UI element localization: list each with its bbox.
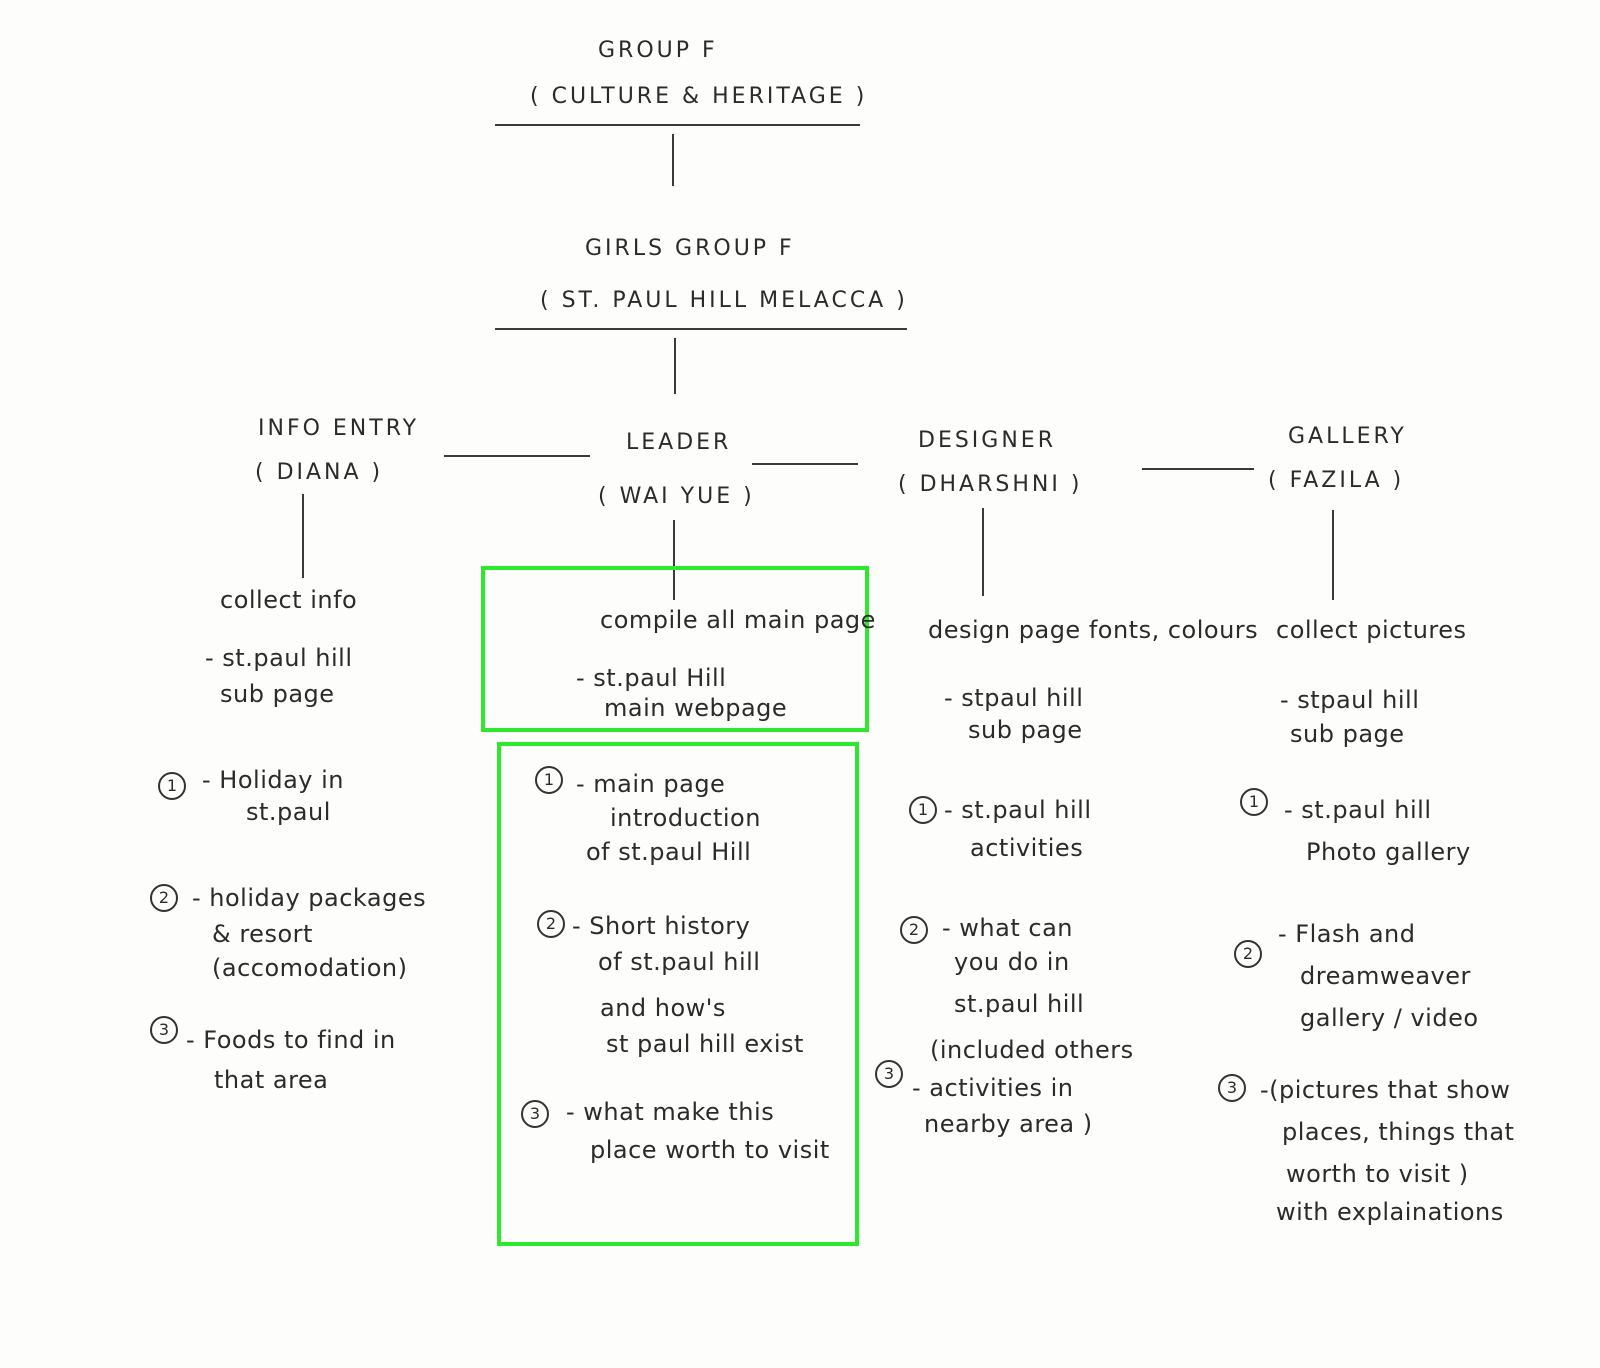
info-item-3-line-1: - Foods to find in bbox=[186, 1026, 396, 1054]
info-item-2-line-1: - holiday packages bbox=[192, 884, 427, 912]
role-designer-name: ( DHARSHNI ) bbox=[898, 472, 1083, 497]
group-subtitle: ( CULTURE & HERITAGE ) bbox=[530, 84, 868, 109]
info-item-3-number: 3 bbox=[150, 1016, 178, 1044]
designer-item-1-line-1: - st.paul hill bbox=[944, 796, 1092, 824]
highlight-leader-task bbox=[481, 566, 869, 732]
role-leader: LEADER bbox=[626, 430, 732, 455]
connector-designer-gallery bbox=[1142, 468, 1254, 470]
leader-item-3-number: 3 bbox=[521, 1100, 549, 1128]
connector-info-down bbox=[302, 494, 304, 578]
designer-item-3-line-3: nearby area ) bbox=[924, 1110, 1093, 1138]
leader-item-1-line-1: - main page bbox=[576, 770, 726, 798]
leader-page-line-1: - st.paul Hill bbox=[576, 664, 727, 692]
subgroup-title: GIRLS GROUP F bbox=[585, 236, 795, 261]
info-page-line-2: sub page bbox=[220, 680, 335, 708]
gallery-item-1-line-2: Photo gallery bbox=[1306, 838, 1471, 866]
gallery-task: collect pictures bbox=[1276, 616, 1467, 644]
gallery-item-2-line-2: dreamweaver bbox=[1300, 962, 1471, 990]
leader-item-2-number: 2 bbox=[537, 910, 565, 938]
leader-item-2-line-1: - Short history bbox=[572, 912, 751, 940]
leader-task: compile all main page bbox=[600, 606, 876, 634]
gallery-item-3-line-2: places, things that bbox=[1282, 1118, 1515, 1146]
connector-top bbox=[672, 134, 674, 186]
leader-page-line-2: main webpage bbox=[604, 694, 788, 722]
designer-item-2-line-2: you do in bbox=[954, 948, 1070, 976]
info-item-1-line-2: st.paul bbox=[246, 798, 331, 826]
gallery-item-3-line-4: with explainations bbox=[1276, 1198, 1504, 1226]
connector-subgroup bbox=[674, 338, 676, 394]
role-info-entry: INFO ENTRY bbox=[258, 416, 420, 441]
connector-designer-down bbox=[982, 508, 984, 596]
info-item-2-number: 2 bbox=[150, 884, 178, 912]
info-item-3-line-2: that area bbox=[214, 1066, 329, 1094]
designer-item-3-number: 3 bbox=[875, 1060, 903, 1088]
info-item-2-line-2: & resort bbox=[212, 920, 313, 948]
role-gallery-name: ( FAZILA ) bbox=[1268, 468, 1405, 493]
leader-item-3-line-1: - what make this bbox=[566, 1098, 775, 1126]
designer-item-2-line-3: st.paul hill bbox=[954, 990, 1085, 1018]
role-leader-name: ( WAI YUE ) bbox=[598, 484, 755, 509]
gallery-item-3-number: 3 bbox=[1218, 1074, 1246, 1102]
subgroup-subtitle: ( ST. PAUL HILL MELACCA ) bbox=[540, 288, 908, 313]
highlight-leader-items bbox=[497, 742, 859, 1246]
gallery-page-line-2: sub page bbox=[1290, 720, 1405, 748]
connector-gallery-down bbox=[1332, 510, 1334, 600]
gallery-item-1-number: 1 bbox=[1240, 788, 1268, 816]
connector-leader-designer bbox=[752, 463, 858, 465]
gallery-item-2-number: 2 bbox=[1234, 940, 1262, 968]
info-task: collect info bbox=[220, 586, 358, 614]
top-underline bbox=[495, 124, 860, 126]
leader-item-3-line-2: place worth to visit bbox=[590, 1136, 830, 1164]
designer-item-1-number: 1 bbox=[909, 796, 937, 824]
group-title: GROUP F bbox=[598, 38, 718, 63]
designer-item-2-line-1: - what can bbox=[942, 914, 1073, 942]
designer-page-line-1: - stpaul hill bbox=[944, 684, 1084, 712]
info-item-2-line-3: (accomodation) bbox=[212, 954, 408, 982]
connector-info-leader bbox=[444, 455, 590, 457]
designer-item-3-line-1: (included others bbox=[930, 1036, 1134, 1064]
leader-item-2-line-3: and how's bbox=[600, 994, 726, 1022]
leader-item-2-line-2: of st.paul hill bbox=[598, 948, 761, 976]
gallery-item-3-line-1: -(pictures that show bbox=[1260, 1076, 1511, 1104]
role-designer: DESIGNER bbox=[918, 428, 1056, 453]
designer-page-line-2: sub page bbox=[968, 716, 1083, 744]
leader-item-1-number: 1 bbox=[535, 766, 563, 794]
leader-item-1-line-2: introduction bbox=[610, 804, 761, 832]
leader-item-2-line-4: st paul hill exist bbox=[606, 1030, 804, 1058]
gallery-page-line-1: - stpaul hill bbox=[1280, 686, 1420, 714]
subgroup-underline bbox=[495, 328, 907, 330]
designer-item-1-line-2: activities bbox=[970, 834, 1084, 862]
info-item-1-line-1: - Holiday in bbox=[202, 766, 345, 794]
designer-item-2-number: 2 bbox=[900, 916, 928, 944]
info-item-1-number: 1 bbox=[158, 772, 186, 800]
gallery-item-2-line-3: gallery / video bbox=[1300, 1004, 1479, 1032]
info-page-line-1: - st.paul hill bbox=[205, 644, 353, 672]
gallery-item-1-line-1: - st.paul hill bbox=[1284, 796, 1432, 824]
role-info-name: ( DIANA ) bbox=[255, 460, 384, 485]
designer-item-3-line-2: - activities in bbox=[912, 1074, 1074, 1102]
leader-item-1-line-3: of st.paul Hill bbox=[586, 838, 752, 866]
gallery-item-3-line-3: worth to visit ) bbox=[1286, 1160, 1469, 1188]
gallery-item-2-line-1: - Flash and bbox=[1278, 920, 1416, 948]
connector-leader-down bbox=[673, 520, 675, 600]
role-gallery: GALLERY bbox=[1288, 424, 1407, 449]
designer-task: design page fonts, colours bbox=[928, 616, 1259, 644]
